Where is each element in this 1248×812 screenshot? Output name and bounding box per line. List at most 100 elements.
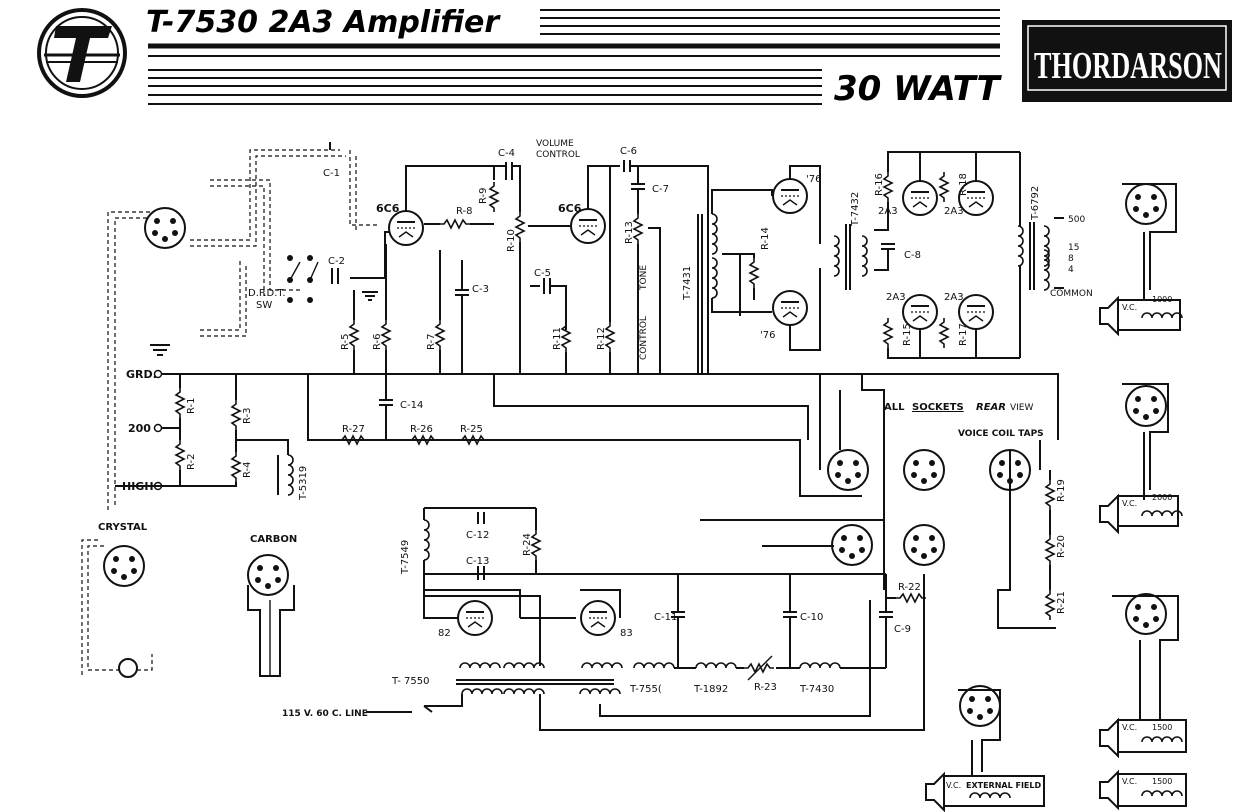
sw-label: SW (256, 300, 272, 311)
power-socket (831, 524, 873, 566)
r18-label: R-18 (958, 173, 969, 196)
second-6c6-label: 6C6 (558, 202, 582, 215)
volume-control-label: CONTROL (536, 150, 580, 160)
t7550-label: T- 7550 (391, 676, 429, 687)
tap-15-label: 15 (1068, 243, 1079, 253)
c10-label: C-10 (800, 612, 823, 623)
200-terminal-label: 200 (128, 422, 151, 435)
dpdt-label: D.P.D.T. (248, 288, 286, 299)
tone-label: TONE (639, 265, 649, 291)
t1892-label: T-1892 (693, 684, 728, 695)
r23-label: R-23 (754, 682, 777, 693)
driver-76-top-label: '76 (806, 174, 821, 185)
speaker-3-plug (1125, 593, 1167, 635)
line-label: 115 V. 60 C. LINE (282, 709, 368, 719)
r9-label: R-9 (478, 187, 489, 204)
r26-label: R-26 (410, 424, 433, 435)
r27-label: R-27 (342, 424, 365, 435)
title-rules (148, 9, 1000, 105)
field-1000-label: 1000 (1152, 295, 1172, 304)
t5319-label: T-5319 (298, 466, 309, 501)
carbon-mic: CARBON (247, 534, 297, 677)
c1-label: C-1 (323, 168, 340, 179)
t7431-label: T-7431 (682, 266, 693, 301)
2a3-3-label: 2A3 (886, 292, 906, 303)
2a3-2-label: 2A3 (944, 206, 964, 217)
r4-label: R-4 (242, 461, 253, 478)
field-2000-label: 2000 (1152, 493, 1172, 502)
tap-8-label: 8 (1068, 254, 1074, 264)
field-socket-1 (827, 449, 869, 491)
bias-chain: R-27 R-26 R-25 (337, 424, 489, 445)
r7-label: R-7 (426, 333, 437, 350)
vc-label-2: V.C. (1122, 499, 1137, 508)
rectifier-82-tube (457, 600, 493, 636)
voice-coil-taps-label: VOICE COIL TAPS (958, 429, 1044, 439)
tone-control-label: CONTROL (639, 316, 649, 360)
c13-label: C-13 (466, 556, 489, 567)
83-label: 83 (620, 628, 633, 639)
sockets-label: SOCKETS (912, 402, 964, 413)
external-field-plug (959, 685, 1001, 727)
t7549-label: T-7549 (400, 540, 411, 575)
r2-label: R-2 (186, 453, 197, 470)
t7551-label: T-755( (629, 684, 662, 695)
speaker-1-plug (1125, 183, 1167, 225)
speaker-2-plug (1125, 385, 1167, 427)
speaker-2: V.C. 2000 (1099, 383, 1183, 533)
brand-name: THORDARSON (1034, 45, 1222, 87)
view-label: VIEW (1010, 403, 1033, 413)
volume-potentiometer (515, 211, 525, 243)
vc-label-4: V.C. (1122, 777, 1137, 786)
c2-label: C-2 (328, 256, 345, 267)
speaker-1: V.C. 1000 (1099, 183, 1183, 335)
carbon-label: CARBON (250, 534, 297, 545)
input-section: D.P.D.T. SW C-1 C-2 GRD. 200 HIGH R-1 R-… (107, 142, 380, 510)
82-label: 82 (438, 628, 451, 639)
dpdt-switch (287, 255, 319, 303)
t7432-label: T-7432 (850, 192, 861, 227)
r25-label: R-25 (460, 424, 483, 435)
r17-label: R-17 (958, 323, 969, 346)
sockets-note: ALL SOCKETS REAR VIEW VOICE COIL TAPS (884, 402, 1044, 439)
r8-label: R-8 (456, 206, 473, 217)
carbon-socket (247, 554, 289, 596)
crystal-label: CRYSTAL (98, 522, 148, 533)
external-field-speaker: V.C. EXTERNAL FIELD (925, 685, 1045, 811)
input-socket (144, 207, 186, 249)
power-supply: T-7549 C-12 C-13 R-24 82 83 C-11 C-10 C-… (282, 507, 927, 731)
field-socket-2 (903, 449, 945, 491)
external-field-label: EXTERNAL FIELD (966, 781, 1041, 790)
all-label: ALL (884, 402, 905, 413)
field-1500a-label: 1500 (1152, 723, 1172, 732)
vc-label-ext: V.C. (946, 781, 961, 790)
volume-label: VOLUME (536, 139, 574, 149)
r24-label: R-24 (522, 533, 533, 556)
second-preamp-stage: VOLUME CONTROL C-4 R-10 6C6 C-5 R-11 R-1… (352, 139, 709, 441)
grd-terminal-label: GRD. (126, 368, 157, 381)
r11-label: R-11 (552, 327, 563, 350)
header: T-7530 2A3 Amplifier 30 WATT THORDARSON (37, 5, 1232, 109)
r12-label: R-12 (596, 327, 607, 350)
c6-label: C-6 (620, 146, 637, 157)
first-preamp-stage: 6C6 R-8 R-9 R-5 R-6 R-7 C-3 C-14 (340, 165, 499, 440)
c14-label: C-14 (400, 400, 423, 411)
output-stage: T-7432 2A3 2A3 2A3 2A3 R-16 R-18 R-15 R-… (833, 151, 1093, 359)
field-1500b-label: 1500 (1152, 777, 1172, 786)
r22-label: R-22 (898, 582, 921, 593)
t5319-coil (287, 454, 294, 496)
r13-label: R-13 (624, 221, 635, 244)
speaker-3-pair: V.C. V.C. 1500 1500 (1099, 593, 1187, 809)
c9-label: C-9 (894, 624, 911, 635)
t6792-label: T-6792 (1030, 186, 1041, 221)
r15-label: R-15 (902, 323, 913, 346)
c5-label: C-5 (534, 268, 551, 279)
tone-potentiometer (633, 213, 643, 245)
page-title: T-7530 2A3 Amplifier (146, 5, 501, 40)
crystal-mic: CRYSTAL (81, 522, 153, 678)
vc-label-1: V.C. (1122, 303, 1137, 312)
first-6c6-label: 6C6 (376, 202, 400, 215)
c11-label: C-11 (654, 612, 677, 623)
r10-label: R-10 (506, 229, 517, 252)
